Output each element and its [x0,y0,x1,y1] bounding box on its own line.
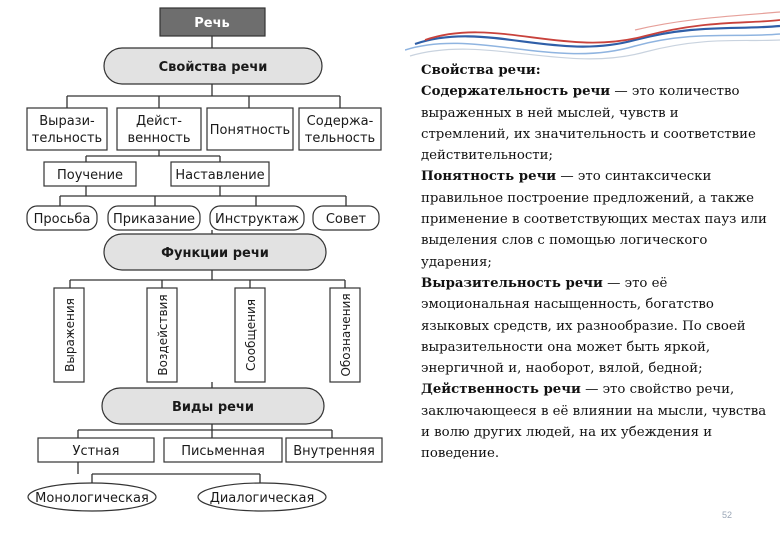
text-heading: Свойства речи: [421,63,541,78]
influence-type-label: Совет [326,212,367,227]
definition-paragraph: Выразительность речи — это её эмоциональ… [421,273,767,379]
function-label: Сообщения [244,299,258,371]
influence-type-label: Просьба [34,212,91,227]
type-label: Устная [73,444,120,459]
function-node-expression: Выражения [54,288,84,382]
functions-header-node: Функции речи [104,234,326,270]
definition-term: Содержательность речи [421,84,610,99]
function-label: Воздействия [156,294,170,375]
root-label: Речь [194,16,230,31]
property-label: венность [128,131,191,146]
function-label: Выражения [63,298,77,372]
property-label: тельность [305,131,375,146]
speech-diagram: Речь Свойства речи Вырази- тельность Дей… [0,0,405,540]
wave-line-red [425,20,780,43]
function-node-communication: Сообщения [235,288,265,382]
property-node-effectiveness: Дейст- венность [117,108,201,150]
definition-body: — это синтаксически правильное построени… [421,169,767,269]
property-node-content: Содержа- тельность [299,108,381,150]
property-label: тельность [32,131,102,146]
type-label: Письменная [181,444,265,459]
definition-term: Выразительность речи [421,276,603,291]
property-label: Содержа- [307,114,374,129]
properties-header-label: Свойства речи [159,60,268,75]
definition-paragraph: Действенность речи — это свойство речи, … [421,379,767,464]
definition-paragraph: Понятность речи — это синтаксически прав… [421,166,767,272]
property-node-expressiveness: Вырази- тельность [27,108,107,150]
influence-type-order: Приказание [108,206,200,230]
influence-type-label: Приказание [113,212,195,227]
influence-node-guidance: Наставление [171,162,269,186]
influence-node-teaching: Поучение [44,162,136,186]
oral-type-label: Диалогическая [210,491,315,506]
influence-label: Наставление [175,168,264,183]
slide-number: 52 [722,510,732,520]
oral-type-dialogue: Диалогическая [198,483,326,511]
definition-term: Понятность речи [421,169,556,184]
influence-type-advice: Совет [313,206,379,230]
types-header-label: Виды речи [172,400,254,415]
types-header-node: Виды речи [102,388,324,424]
type-node-written: Письменная [164,438,282,462]
root-node: Речь [160,8,265,36]
properties-header-node: Свойства речи [104,48,322,84]
property-label: Понятность [210,123,290,138]
influence-type-label: Инструктаж [215,212,299,227]
type-node-oral: Устная [38,438,154,462]
functions-header-label: Функции речи [161,246,269,261]
influence-label: Поучение [57,168,123,183]
property-label: Вырази- [39,114,95,129]
influence-type-instruction: Инструктаж [210,206,304,230]
definition-paragraph: Содержательность речи — это количество в… [421,81,767,166]
influence-type-request: Просьба [27,206,97,230]
property-label: Дейст- [136,114,182,129]
type-node-inner: Внутренняя [286,438,382,462]
function-node-influence: Воздействия [147,288,177,382]
oral-type-monologue: Монологическая [28,483,156,511]
oral-type-label: Монологическая [35,491,149,506]
properties-text-panel: Свойства речи: Содержательность речи — э… [421,60,767,465]
type-label: Внутренняя [293,444,375,459]
function-node-designation: Обозначения [330,288,360,382]
definition-term: Действенность речи [421,382,581,397]
property-node-clarity: Понятность [207,108,293,150]
function-label: Обозначения [339,293,353,376]
